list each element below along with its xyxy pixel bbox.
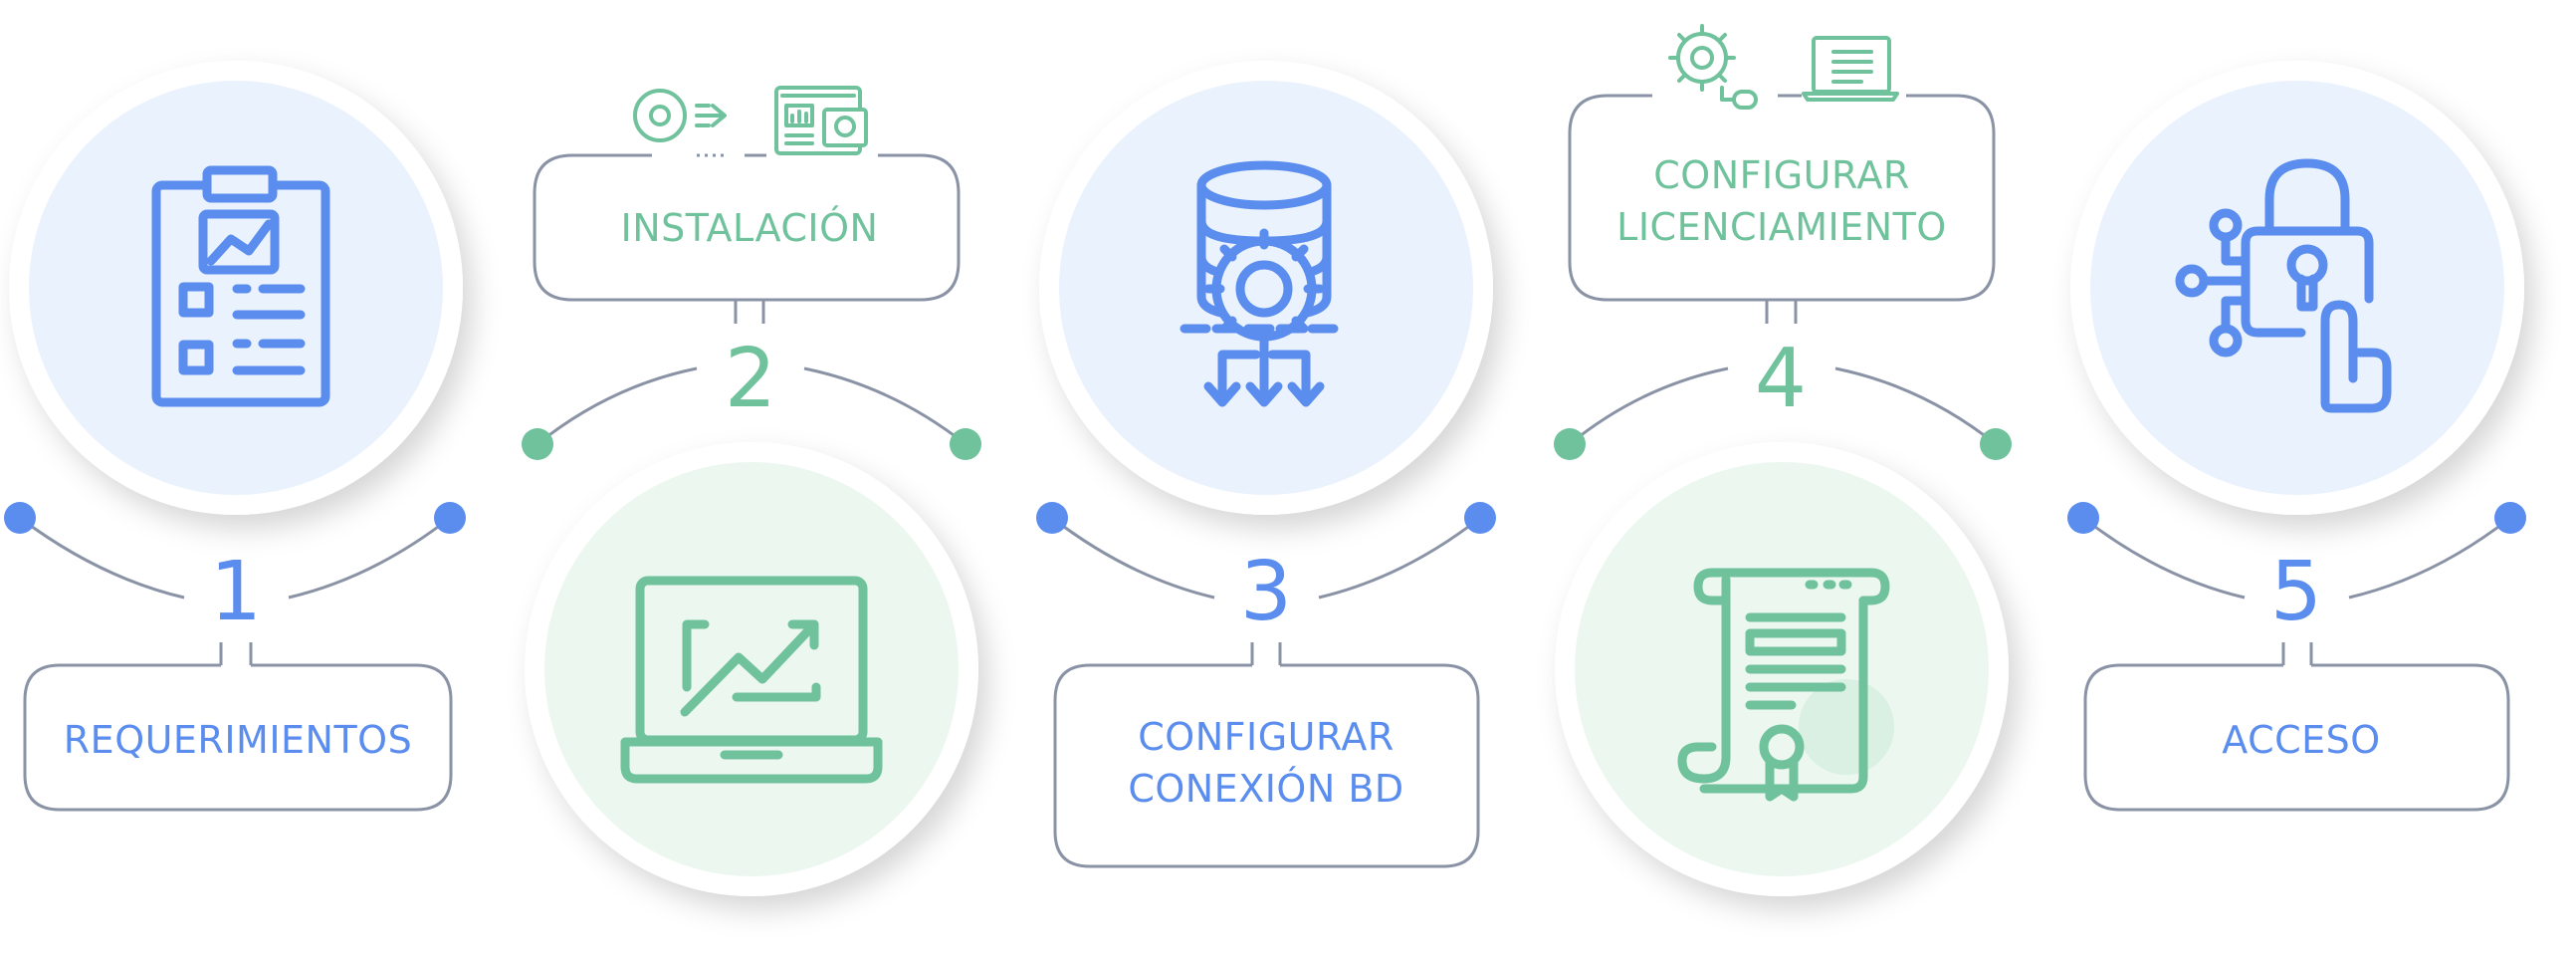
laptop-document-icon — [1802, 36, 1899, 102]
step-3: 3 CONFIGURAR CONEXIÓN BD — [1036, 61, 1496, 868]
step-4-number: 4 — [1755, 332, 1807, 426]
step-2-dot-right — [950, 428, 981, 460]
dashboard-icon — [774, 86, 868, 155]
step-5-label: ACCESO — [2222, 718, 2380, 762]
step-1-dot-right — [434, 502, 466, 534]
step-5: 5 ACCESO — [2067, 61, 2526, 812]
step-5-number: 5 — [2270, 545, 2322, 639]
step-4-label-line-2: LICENCIAMIENTO — [1616, 205, 1947, 249]
lock-touch-icon — [2175, 158, 2392, 413]
step-2-label: INSTALACIÓN — [621, 206, 879, 250]
step-4-label-line-1: CONFIGURAR — [1653, 153, 1909, 197]
step-3-label-line-2: CONEXIÓN BD — [1128, 767, 1403, 811]
step-1-label-box — [23, 663, 453, 812]
step-3-label-line-1: CONFIGURAR — [1138, 715, 1394, 759]
step-1-number: 1 — [210, 545, 262, 639]
step-4-dot-right — [1980, 428, 2012, 460]
step-3-dot-right — [1464, 502, 1496, 534]
step-3-number: 3 — [1240, 545, 1292, 639]
step-3-label-box — [1053, 663, 1480, 868]
step-2-label-box — [533, 153, 961, 302]
certificate-scroll-icon — [1677, 568, 1894, 802]
step-1-dot-left — [4, 502, 36, 534]
gear-link-icon — [1668, 24, 1758, 110]
step-3-dot-left — [1036, 502, 1068, 534]
step-4-label-box — [1568, 94, 1996, 302]
step-2: INSTALACIÓN 2 — [522, 86, 981, 896]
step-5-dot-right — [2494, 502, 2526, 534]
step-1: 1 REQUERIMIENTOS — [4, 61, 466, 812]
laptop-chart-icon — [620, 576, 883, 784]
step-2-dot-left — [522, 428, 553, 460]
step-2-number: 2 — [725, 332, 776, 426]
step-4-dot-left — [1554, 428, 1586, 460]
step-5-dot-left — [2067, 502, 2099, 534]
step-1-label: REQUERIMIENTOS — [64, 718, 412, 762]
step-4: CONFIGURAR LICENCIAMIENTO 4 — [1554, 24, 2012, 896]
clipboard-checklist-icon — [151, 165, 330, 407]
step-5-label-box — [2083, 663, 2510, 812]
disc-arrow-icon — [633, 89, 727, 142]
database-gear-icon — [1180, 160, 1349, 407]
